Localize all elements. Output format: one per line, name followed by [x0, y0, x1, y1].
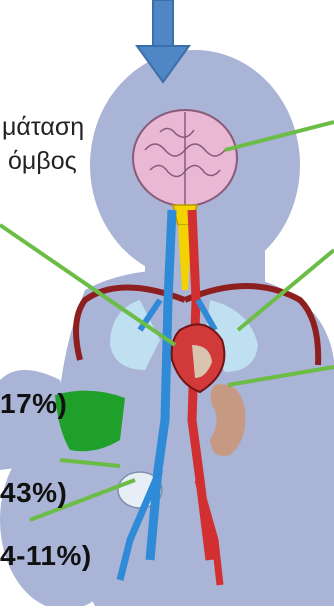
label-pct-17: 17%) [0, 388, 67, 420]
label-pct-4-11: 4-11%) [0, 540, 92, 572]
label-pct-43: 43%) [0, 477, 67, 509]
label-brain-line2: όμβος [8, 146, 77, 176]
label-brain-line1: μάταση [2, 112, 84, 142]
